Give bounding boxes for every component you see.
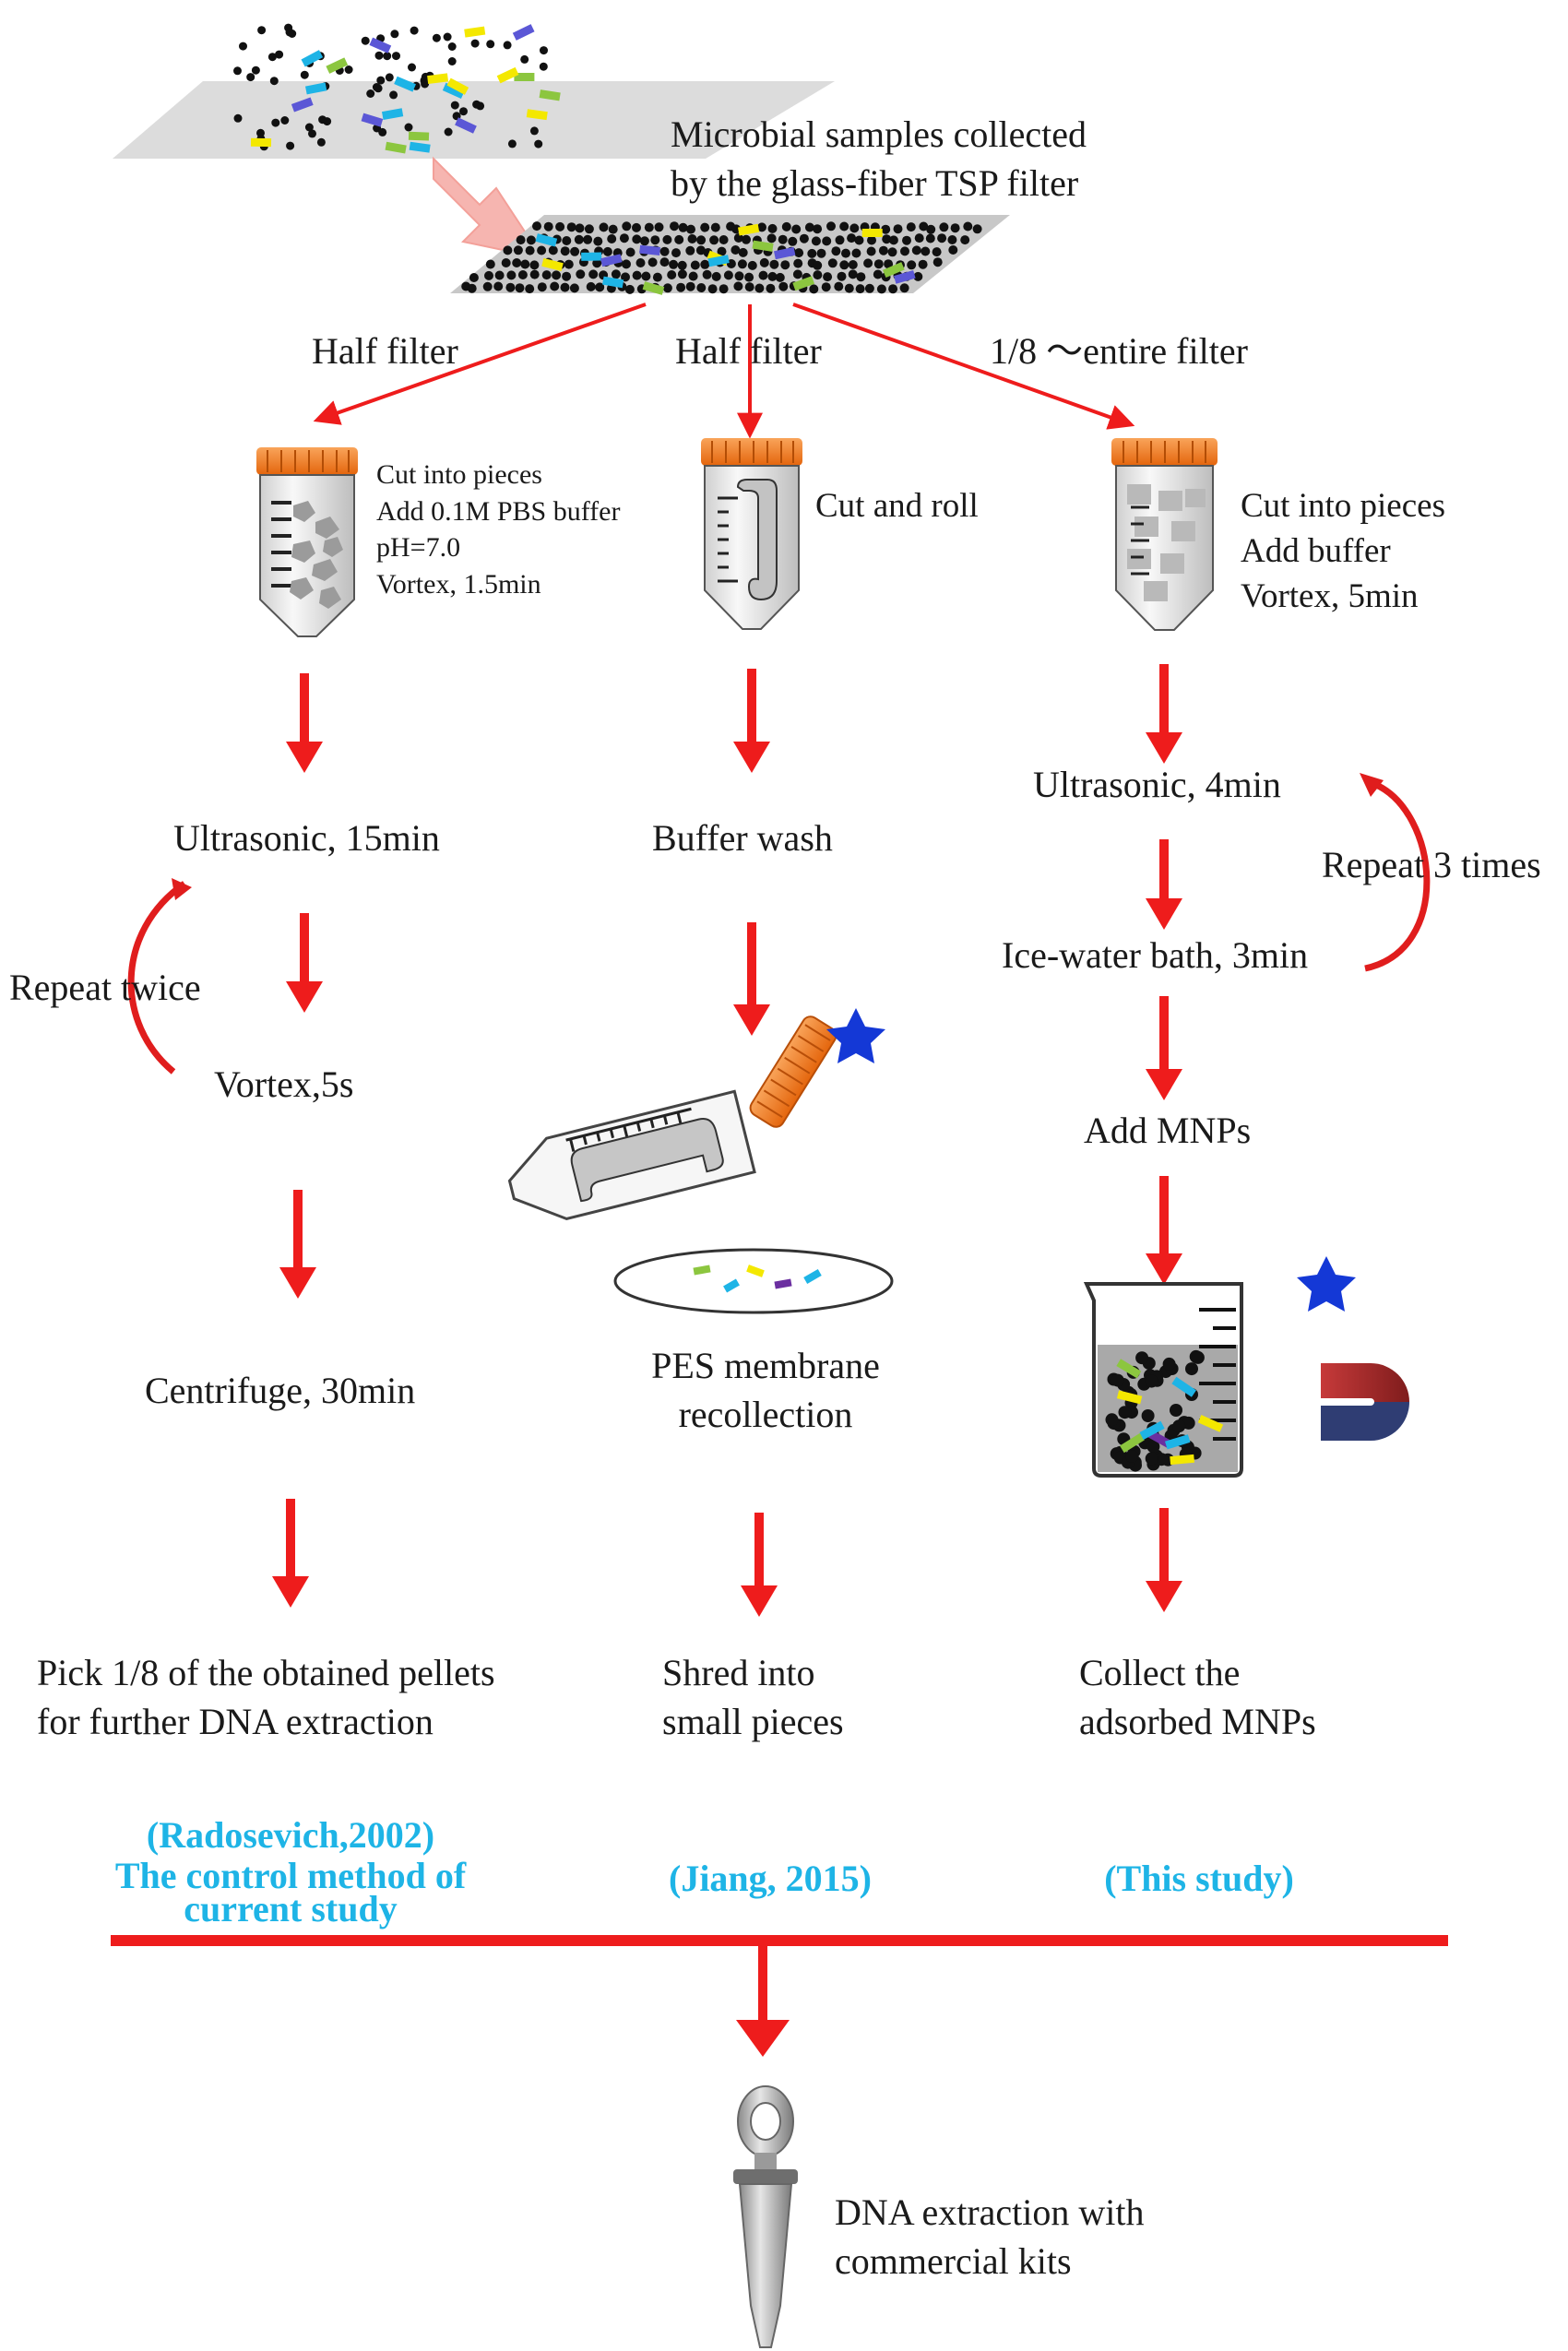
down-arrows xyxy=(272,664,1182,1617)
filter-sheet-top xyxy=(113,23,835,159)
middle-tube-notes: Cut and roll xyxy=(815,487,979,525)
star-icon xyxy=(1297,1256,1356,1312)
repeat-loop-right xyxy=(1360,773,1431,972)
magnet-icon xyxy=(1321,1363,1409,1441)
falcon-tube-right xyxy=(1111,438,1218,631)
tube-cap-orange xyxy=(749,1015,837,1128)
beaker-with-mnps xyxy=(1083,1282,1243,1478)
right-citation: (This study) xyxy=(1104,1858,1294,1899)
left-step-ultrasonic: Ultrasonic, 15min xyxy=(173,817,440,859)
merge-down-arrow xyxy=(736,1944,790,2057)
falcon-tube-left xyxy=(256,447,358,637)
repeat-loop-left xyxy=(127,878,192,1075)
middle-step-buffer-wash: Buffer wash xyxy=(652,817,833,859)
middle-citation: (Jiang, 2015) xyxy=(669,1858,872,1899)
open-tube-tilted xyxy=(507,1089,756,1221)
microcentrifuge-tube xyxy=(733,2085,798,2348)
branch-label-right: 1/8 ～entire filter xyxy=(990,330,1248,372)
branch-label-left: Half filter xyxy=(312,330,458,372)
branch-arrows xyxy=(313,303,1135,439)
right-step-ultrasonic: Ultrasonic, 4min xyxy=(1033,764,1281,805)
merge-bar xyxy=(111,1935,1448,1946)
left-repeat-label: Repeat twice xyxy=(9,967,201,1008)
right-step-add-mnps: Add MNPs xyxy=(1084,1110,1252,1151)
pes-membrane-dish xyxy=(613,1248,894,1314)
right-step-ice-water: Ice-water bath, 3min xyxy=(1002,934,1309,976)
filter-sheet-collected xyxy=(450,215,1010,295)
right-repeat-label: Repeat 3 times xyxy=(1322,844,1541,885)
star-icon xyxy=(826,1008,885,1063)
branch-label-middle: Half filter xyxy=(675,330,822,372)
falcon-tube-middle xyxy=(701,438,802,630)
left-step-vortex: Vortex,5s xyxy=(214,1063,354,1105)
left-step-centrifuge: Centrifuge, 30min xyxy=(145,1370,416,1411)
